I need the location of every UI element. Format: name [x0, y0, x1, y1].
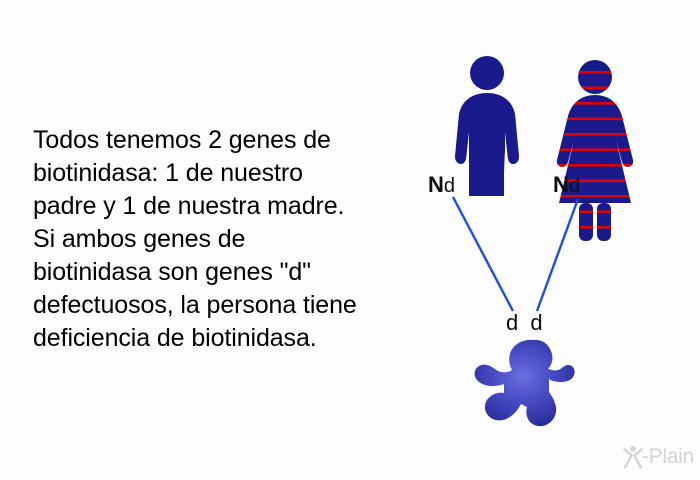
mother-allele-dominant: N	[553, 172, 569, 197]
father-genotype-label: Nd	[428, 172, 455, 198]
child-genotype-label: d d	[506, 310, 546, 335]
father-inheritance-line	[451, 196, 515, 312]
father-allele-recessive: d	[443, 175, 456, 197]
mother-inheritance-line	[535, 198, 580, 312]
father-allele-dominant: N	[428, 172, 444, 197]
brand-logo: -Plain	[622, 442, 694, 472]
baby-figure-icon	[474, 339, 575, 427]
inheritance-diagram	[400, 40, 700, 440]
mother-genotype-label: Nd	[553, 172, 580, 198]
explanatory-text: Todos tenemos 2 genes de biotinidasa: 1 …	[33, 126, 357, 352]
stick-figure-x-icon	[623, 445, 643, 469]
male-figure-icon	[454, 56, 520, 196]
female-figure-icon	[556, 60, 634, 241]
brand-logo-text: -Plain	[642, 445, 694, 468]
mother-allele-recessive: d	[568, 175, 581, 197]
